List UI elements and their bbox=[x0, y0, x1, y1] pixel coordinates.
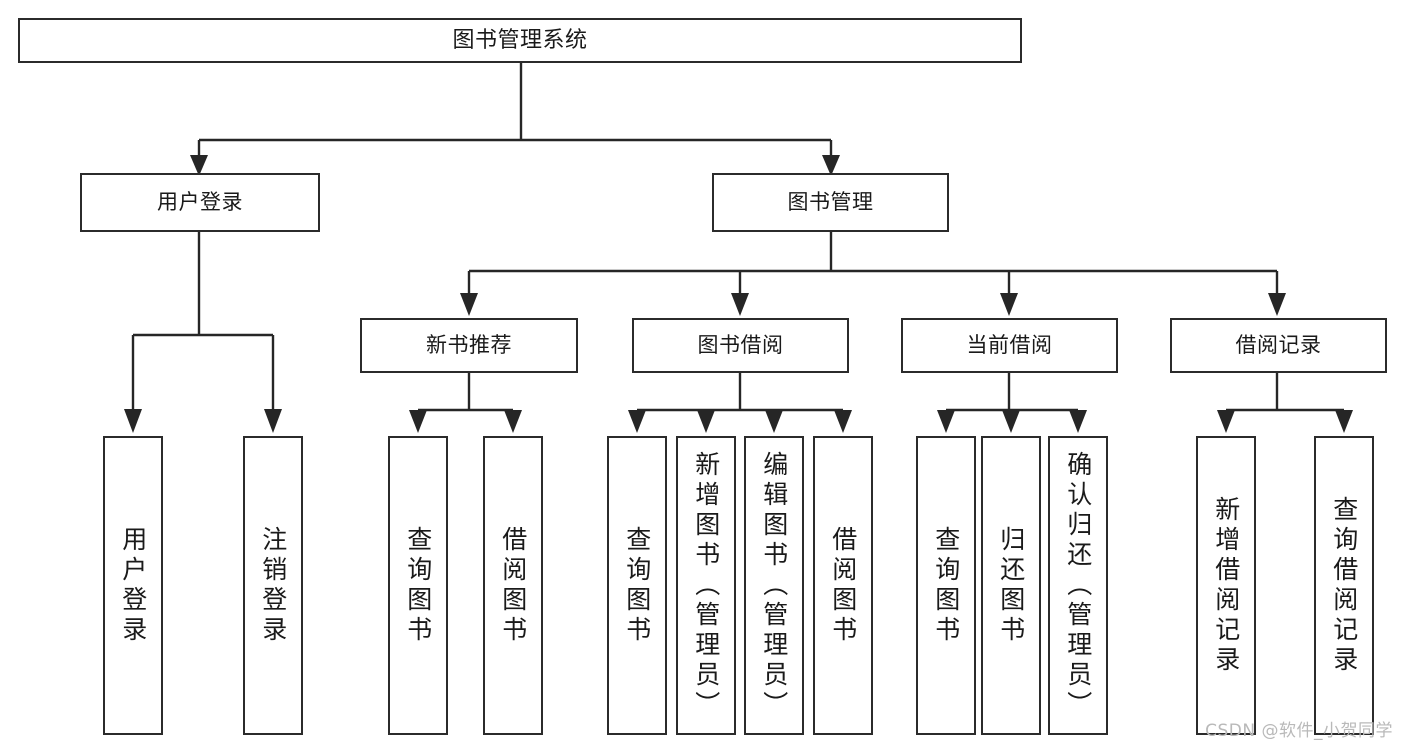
node-book-management[interactable]: 图书管理 bbox=[712, 173, 949, 232]
leaf-query-book-recommend[interactable]: 查询图书 bbox=[388, 436, 448, 735]
node-root-book-management-system[interactable]: 图书管理系统 bbox=[18, 18, 1022, 63]
node-label: 编辑图书（管理员） bbox=[759, 450, 789, 721]
leaf-add-borrow-record[interactable]: 新增借阅记录 bbox=[1196, 436, 1256, 735]
node-label: 确认归还（管理员） bbox=[1063, 450, 1093, 721]
leaf-confirm-return[interactable]: 确认归还（管理员） bbox=[1048, 436, 1108, 735]
leaf-return-book[interactable]: 归还图书 bbox=[981, 436, 1041, 735]
leaf-borrow-book-recommend[interactable]: 借阅图书 bbox=[483, 436, 543, 735]
leaf-query-borrow-record[interactable]: 查询借阅记录 bbox=[1314, 436, 1374, 735]
leaf-edit-book[interactable]: 编辑图书（管理员） bbox=[744, 436, 804, 735]
node-label: 新增借阅记录 bbox=[1211, 495, 1241, 676]
node-label: 新增图书（管理员） bbox=[691, 450, 721, 721]
leaf-user-login[interactable]: 用户登录 bbox=[103, 436, 163, 735]
node-label: 图书管理 bbox=[787, 190, 874, 215]
node-label: 图书借阅 bbox=[697, 333, 784, 358]
node-label: 图书管理系统 bbox=[452, 27, 588, 53]
node-label: 查询图书 bbox=[622, 525, 652, 646]
node-label: 用户登录 bbox=[157, 190, 243, 215]
node-label: 借阅图书 bbox=[828, 525, 858, 646]
node-label: 当前借阅 bbox=[966, 333, 1053, 358]
node-label: 查询图书 bbox=[403, 525, 433, 646]
leaf-query-book-borrow[interactable]: 查询图书 bbox=[607, 436, 667, 735]
node-label: 借阅记录 bbox=[1235, 333, 1322, 358]
leaf-logout[interactable]: 注销登录 bbox=[243, 436, 303, 735]
node-label: 注销登录 bbox=[258, 525, 288, 646]
node-label: 查询图书 bbox=[931, 525, 961, 646]
leaf-borrow-book[interactable]: 借阅图书 bbox=[813, 436, 873, 735]
node-label: 用户登录 bbox=[118, 525, 148, 646]
node-label: 查询借阅记录 bbox=[1329, 495, 1359, 676]
node-label: 借阅图书 bbox=[498, 525, 528, 646]
leaf-add-book[interactable]: 新增图书（管理员） bbox=[676, 436, 736, 735]
csdn-watermark: CSDN @软件_小贺同学 bbox=[1205, 721, 1393, 741]
leaf-query-book-current[interactable]: 查询图书 bbox=[916, 436, 976, 735]
node-new-book-recommend[interactable]: 新书推荐 bbox=[360, 318, 578, 373]
node-label: 归还图书 bbox=[996, 525, 1026, 646]
node-current-borrow[interactable]: 当前借阅 bbox=[901, 318, 1118, 373]
node-label: 新书推荐 bbox=[426, 333, 512, 358]
node-book-borrow[interactable]: 图书借阅 bbox=[632, 318, 849, 373]
node-user-login[interactable]: 用户登录 bbox=[80, 173, 320, 232]
node-borrow-record[interactable]: 借阅记录 bbox=[1170, 318, 1387, 373]
